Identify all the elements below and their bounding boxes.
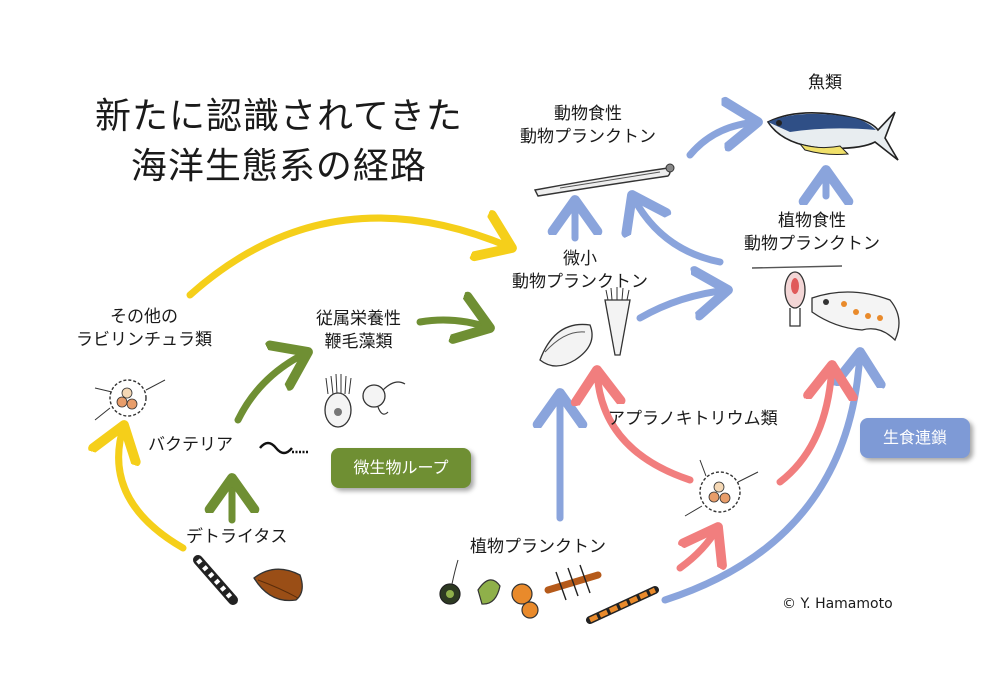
microzooplankton-label: 微小 動物プランクトン [512,248,648,294]
labyrinthulids-label: その他の ラビリンチュラ類 [76,306,212,352]
page-title: 新たに認識されてきた 海洋生態系の経路 [95,92,463,192]
fish-label: 魚類 [808,73,842,93]
herbivorous-zooplankton-label: 植物食性 動物プランクトン [744,210,880,256]
ciliate-icon [539,323,593,367]
arrow-herbivorous-to-carnivorous [632,195,724,266]
aplanochytrium-cell-icon [684,459,759,517]
grazing-food-chain-badge: 生食連鎖 [860,418,970,458]
bacteria-icon [259,441,308,455]
flagellate-icon [362,381,406,415]
arrow-microzooplankton-to-herbivorous [636,290,728,322]
copepod-icon [751,265,843,327]
flagellates-label-line-1: 従属栄養性 [316,309,401,329]
flagellates-label: 従属栄養性 鞭毛藻類 [316,308,401,354]
detritus-label: デトライタス [186,527,288,547]
microbial-loop-badge: 微生物ループ [331,448,471,488]
krill-icon [811,291,900,342]
carnivorous-zooplankton-label-line-2: 動物プランクトン [520,127,656,147]
fish-icon [766,111,899,161]
labyrinthulid-cell-icon [94,379,166,421]
leaf-detritus-icon [253,568,303,602]
title-line-1: 新たに認識されてきた [95,96,463,137]
arrow-detritus-to-labyrinthulids [119,425,187,552]
arrow-flagellates-to-microzooplankton [416,320,490,328]
microzooplankton-label-line-2: 動物プランクトン [512,272,648,292]
phytoplankton-icons [439,559,659,624]
phytoplankton-label: 植物プランクトン [470,537,606,557]
chaetognath-icon [533,163,675,197]
arrow-carnivorous-to-fish [686,122,758,159]
labyrinthulids-label-line-2: ラビリンチュラ類 [76,330,212,350]
diatom-chain-detritus-icon [193,555,238,605]
choanoflagellate-icon [324,373,352,428]
flagellates-label-line-2: 鞭毛藻類 [324,332,393,352]
tintinnid-icon [604,287,631,356]
herbivorous-zooplankton-label-line-2: 動物プランクトン [744,234,880,254]
carnivorous-zooplankton-label: 動物食性 動物プランクトン [520,103,656,149]
arrow-aplanochytrium-to-microzooplankton [597,370,694,484]
arrow-aplanochytrium-to-herbivorous [776,365,832,486]
arrow-labyrinthulids-to-microzooplankton [186,218,512,299]
carnivorous-zooplankton-label-line-1: 動物食性 [554,104,622,124]
copyright-notice: © Y. Hamamoto [782,596,893,612]
aplanochytrium-label: アプラノキトリウム類 [608,409,778,429]
arrow-bacteria-to-flagellates [234,352,308,424]
herbivorous-zooplankton-label-line-1: 植物食性 [778,211,846,231]
microzooplankton-label-line-1: 微小 [563,249,597,269]
labyrinthulids-label-line-1: その他の [110,307,178,327]
arrow-phytoplankton-to-aplanochytrium [676,527,718,572]
bacteria-label: バクテリア [148,435,233,455]
title-line-2: 海洋生態系の経路 [130,146,427,187]
